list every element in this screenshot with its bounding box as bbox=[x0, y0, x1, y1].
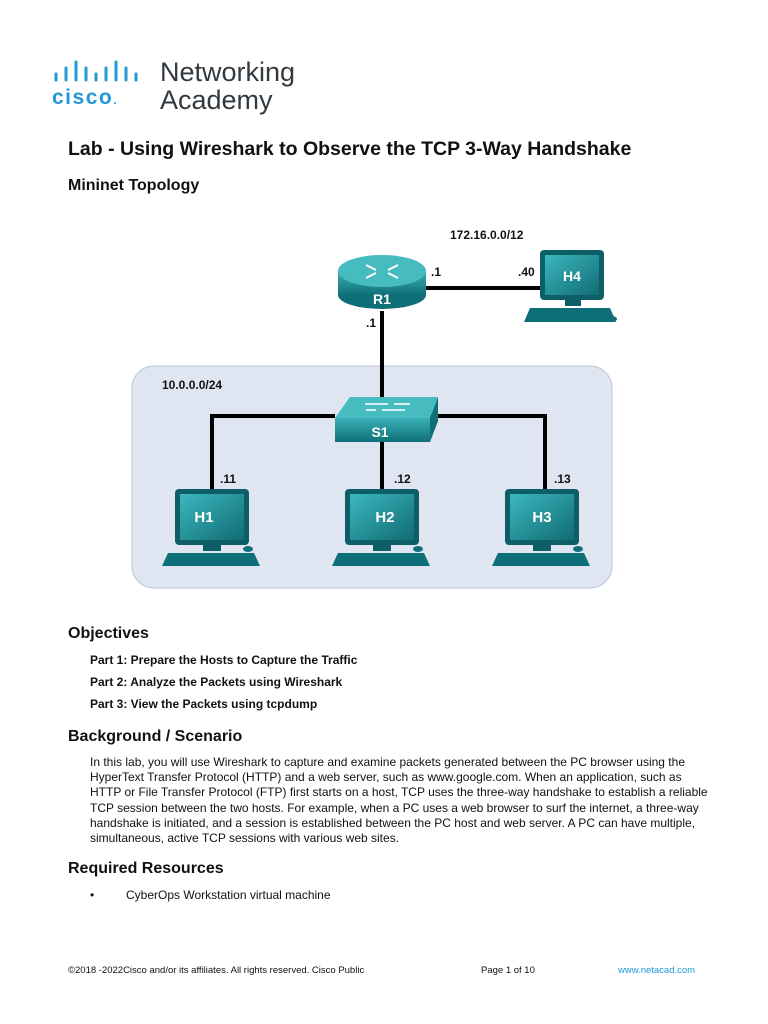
h2-ip-label: .12 bbox=[394, 472, 411, 486]
lan-network-label: 10.0.0.0/24 bbox=[162, 378, 222, 392]
r1-wan-ip-label: .1 bbox=[431, 265, 441, 279]
switch-label: S1 bbox=[371, 424, 388, 440]
wan-network-label: 172.16.0.0/12 bbox=[450, 228, 524, 242]
cisco-wordmark: cisco. bbox=[52, 86, 119, 109]
host-label: H4 bbox=[563, 268, 581, 284]
r1-lan-ip-label: .1 bbox=[366, 316, 376, 330]
background-paragraph: In this lab, you will use Wireshark to c… bbox=[90, 755, 708, 846]
host-label: H3 bbox=[532, 509, 551, 526]
switch-s1-icon: S1 bbox=[335, 397, 438, 442]
router-label: R1 bbox=[373, 291, 391, 307]
objective-part-1: Part 1: Prepare the Hosts to Capture the… bbox=[90, 653, 358, 667]
background-heading: Background / Scenario bbox=[68, 728, 243, 745]
objective-part-3: Part 3: View the Packets using tcpdump bbox=[90, 697, 318, 711]
page-title: Lab - Using Wireshark to Observe the TCP… bbox=[68, 138, 632, 160]
footer-page-number: Page 1 of 10 bbox=[481, 965, 535, 976]
network-topology-diagram: 10.0.0.0/24 172.16.0.0/12 R1 .1 .1 .40 bbox=[131, 228, 617, 589]
bullet-icon: • bbox=[90, 888, 95, 902]
h4-ip-label: .40 bbox=[518, 265, 535, 279]
resources-heading: Required Resources bbox=[68, 860, 224, 877]
router-r1-icon: R1 bbox=[338, 255, 426, 309]
logo-line-networking: Networking bbox=[160, 57, 296, 87]
host-h3-icon: H3 bbox=[492, 489, 590, 566]
topology-heading: Mininet Topology bbox=[68, 177, 200, 194]
footer-copyright: ©2018 -2022Cisco and/or its affiliates. … bbox=[68, 965, 365, 976]
cisco-bars-logo-icon bbox=[54, 60, 138, 82]
lan-area bbox=[131, 365, 613, 589]
host-h2-icon: H2 bbox=[332, 489, 430, 566]
objective-part-2: Part 2: Analyze the Packets using Wiresh… bbox=[90, 675, 343, 689]
host-label: H1 bbox=[194, 509, 213, 526]
network-links bbox=[210, 286, 547, 489]
footer-link[interactable]: www.netacad.com bbox=[618, 965, 696, 976]
resource-item: •CyberOps Workstation virtual machine bbox=[90, 888, 331, 902]
h1-ip-label: .11 bbox=[220, 472, 236, 486]
h3-ip-label: .13 bbox=[554, 472, 571, 486]
logo-line-academy: Academy bbox=[160, 85, 273, 115]
objectives-heading: Objectives bbox=[68, 625, 149, 642]
host-h4-icon: H4 bbox=[524, 250, 617, 322]
host-h1-icon: H1 bbox=[162, 489, 260, 566]
host-label: H2 bbox=[375, 509, 394, 526]
